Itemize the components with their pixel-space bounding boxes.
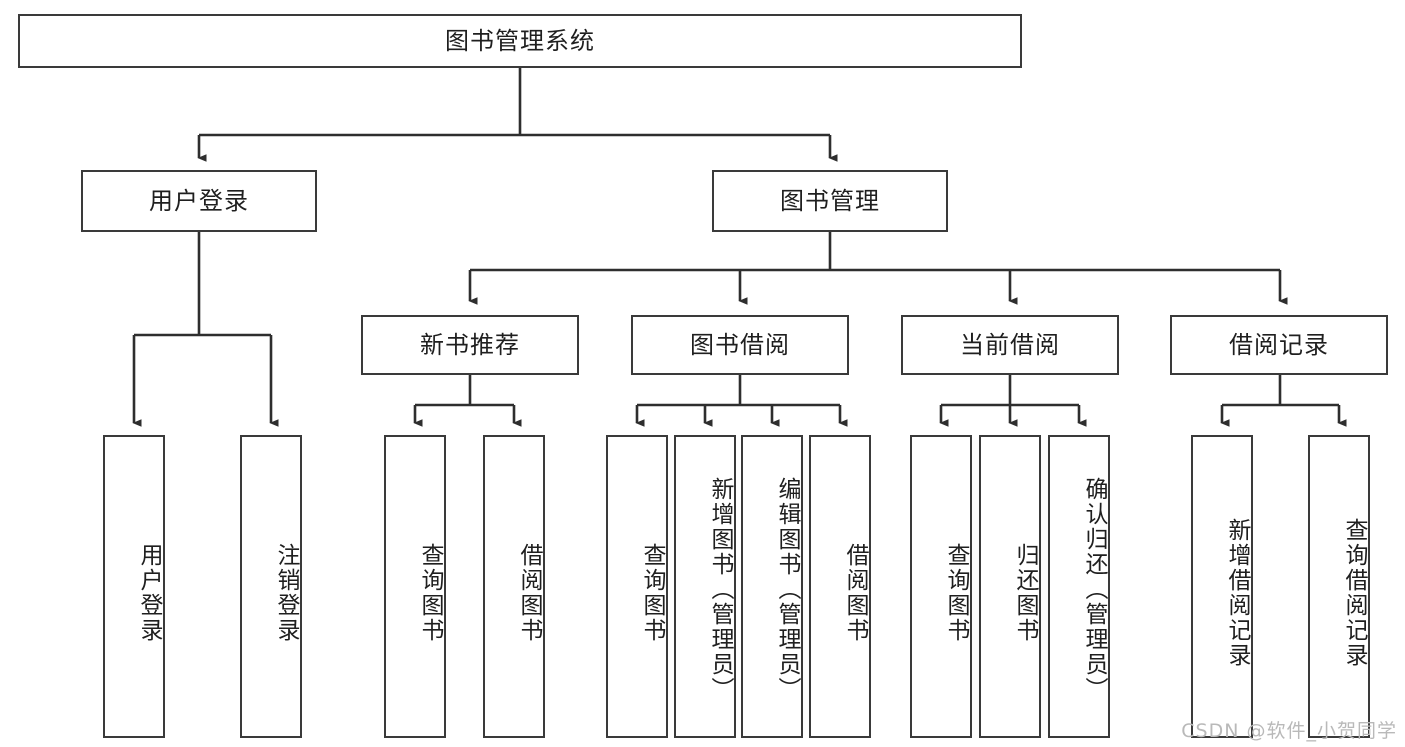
- node-leaf-user-login[interactable]: 用户登录: [103, 435, 165, 738]
- node-borrow-record[interactable]: 借阅记录: [1170, 315, 1388, 375]
- node-book-borrow-label: 图书借阅: [690, 330, 790, 359]
- node-leaf-confirm-return-label: 确认归还（管理员）: [1081, 477, 1107, 702]
- node-user-login[interactable]: 用户登录: [81, 170, 317, 232]
- csdn-watermark-text: CSDN @软件_小贺同学: [1181, 720, 1397, 742]
- node-leaf-edit-book-label: 编辑图书（管理员）: [774, 477, 800, 702]
- node-new-book-recommend[interactable]: 新书推荐: [361, 315, 579, 375]
- node-current-borrow-label: 当前借阅: [960, 330, 1060, 359]
- node-leaf-query-book-3-label: 查询图书: [943, 542, 969, 643]
- node-leaf-add-record[interactable]: 新增借阅记录: [1191, 435, 1253, 738]
- node-leaf-query-book-1[interactable]: 查询图书: [384, 435, 446, 738]
- node-leaf-query-book-2[interactable]: 查询图书: [606, 435, 668, 738]
- node-new-book-recommend-label: 新书推荐: [420, 330, 520, 359]
- node-borrow-record-label: 借阅记录: [1229, 330, 1329, 359]
- node-leaf-borrow-book-2[interactable]: 借阅图书: [809, 435, 871, 738]
- node-book-management[interactable]: 图书管理: [712, 170, 948, 232]
- node-leaf-borrow-book-2-label: 借阅图书: [842, 542, 868, 643]
- node-leaf-add-book[interactable]: 新增图书（管理员）: [674, 435, 736, 738]
- node-leaf-user-login-label: 用户登录: [136, 542, 162, 643]
- node-leaf-return-book-label: 归还图书: [1012, 542, 1038, 643]
- node-user-login-label: 用户登录: [149, 186, 249, 215]
- node-book-borrow[interactable]: 图书借阅: [631, 315, 849, 375]
- node-leaf-borrow-book-1-label: 借阅图书: [516, 542, 542, 643]
- node-leaf-query-book-3[interactable]: 查询图书: [910, 435, 972, 738]
- node-current-borrow[interactable]: 当前借阅: [901, 315, 1119, 375]
- node-book-management-label: 图书管理: [780, 186, 880, 215]
- node-leaf-borrow-book-1[interactable]: 借阅图书: [483, 435, 545, 738]
- node-leaf-return-book[interactable]: 归还图书: [979, 435, 1041, 738]
- node-leaf-add-record-label: 新增借阅记录: [1224, 517, 1250, 668]
- node-leaf-edit-book[interactable]: 编辑图书（管理员）: [741, 435, 803, 738]
- node-leaf-user-logout-label: 注销登录: [273, 542, 299, 643]
- csdn-watermark: CSDN @软件_小贺同学: [1181, 716, 1397, 743]
- node-leaf-add-book-label: 新增图书（管理员）: [707, 477, 733, 702]
- node-root[interactable]: 图书管理系统: [18, 14, 1022, 68]
- node-leaf-query-book-1-label: 查询图书: [417, 542, 443, 643]
- node-leaf-query-record[interactable]: 查询借阅记录: [1308, 435, 1370, 738]
- node-leaf-confirm-return[interactable]: 确认归还（管理员）: [1048, 435, 1110, 738]
- node-root-label: 图书管理系统: [445, 26, 595, 55]
- node-leaf-query-book-2-label: 查询图书: [639, 542, 665, 643]
- node-leaf-query-record-label: 查询借阅记录: [1341, 517, 1367, 668]
- node-leaf-user-logout[interactable]: 注销登录: [240, 435, 302, 738]
